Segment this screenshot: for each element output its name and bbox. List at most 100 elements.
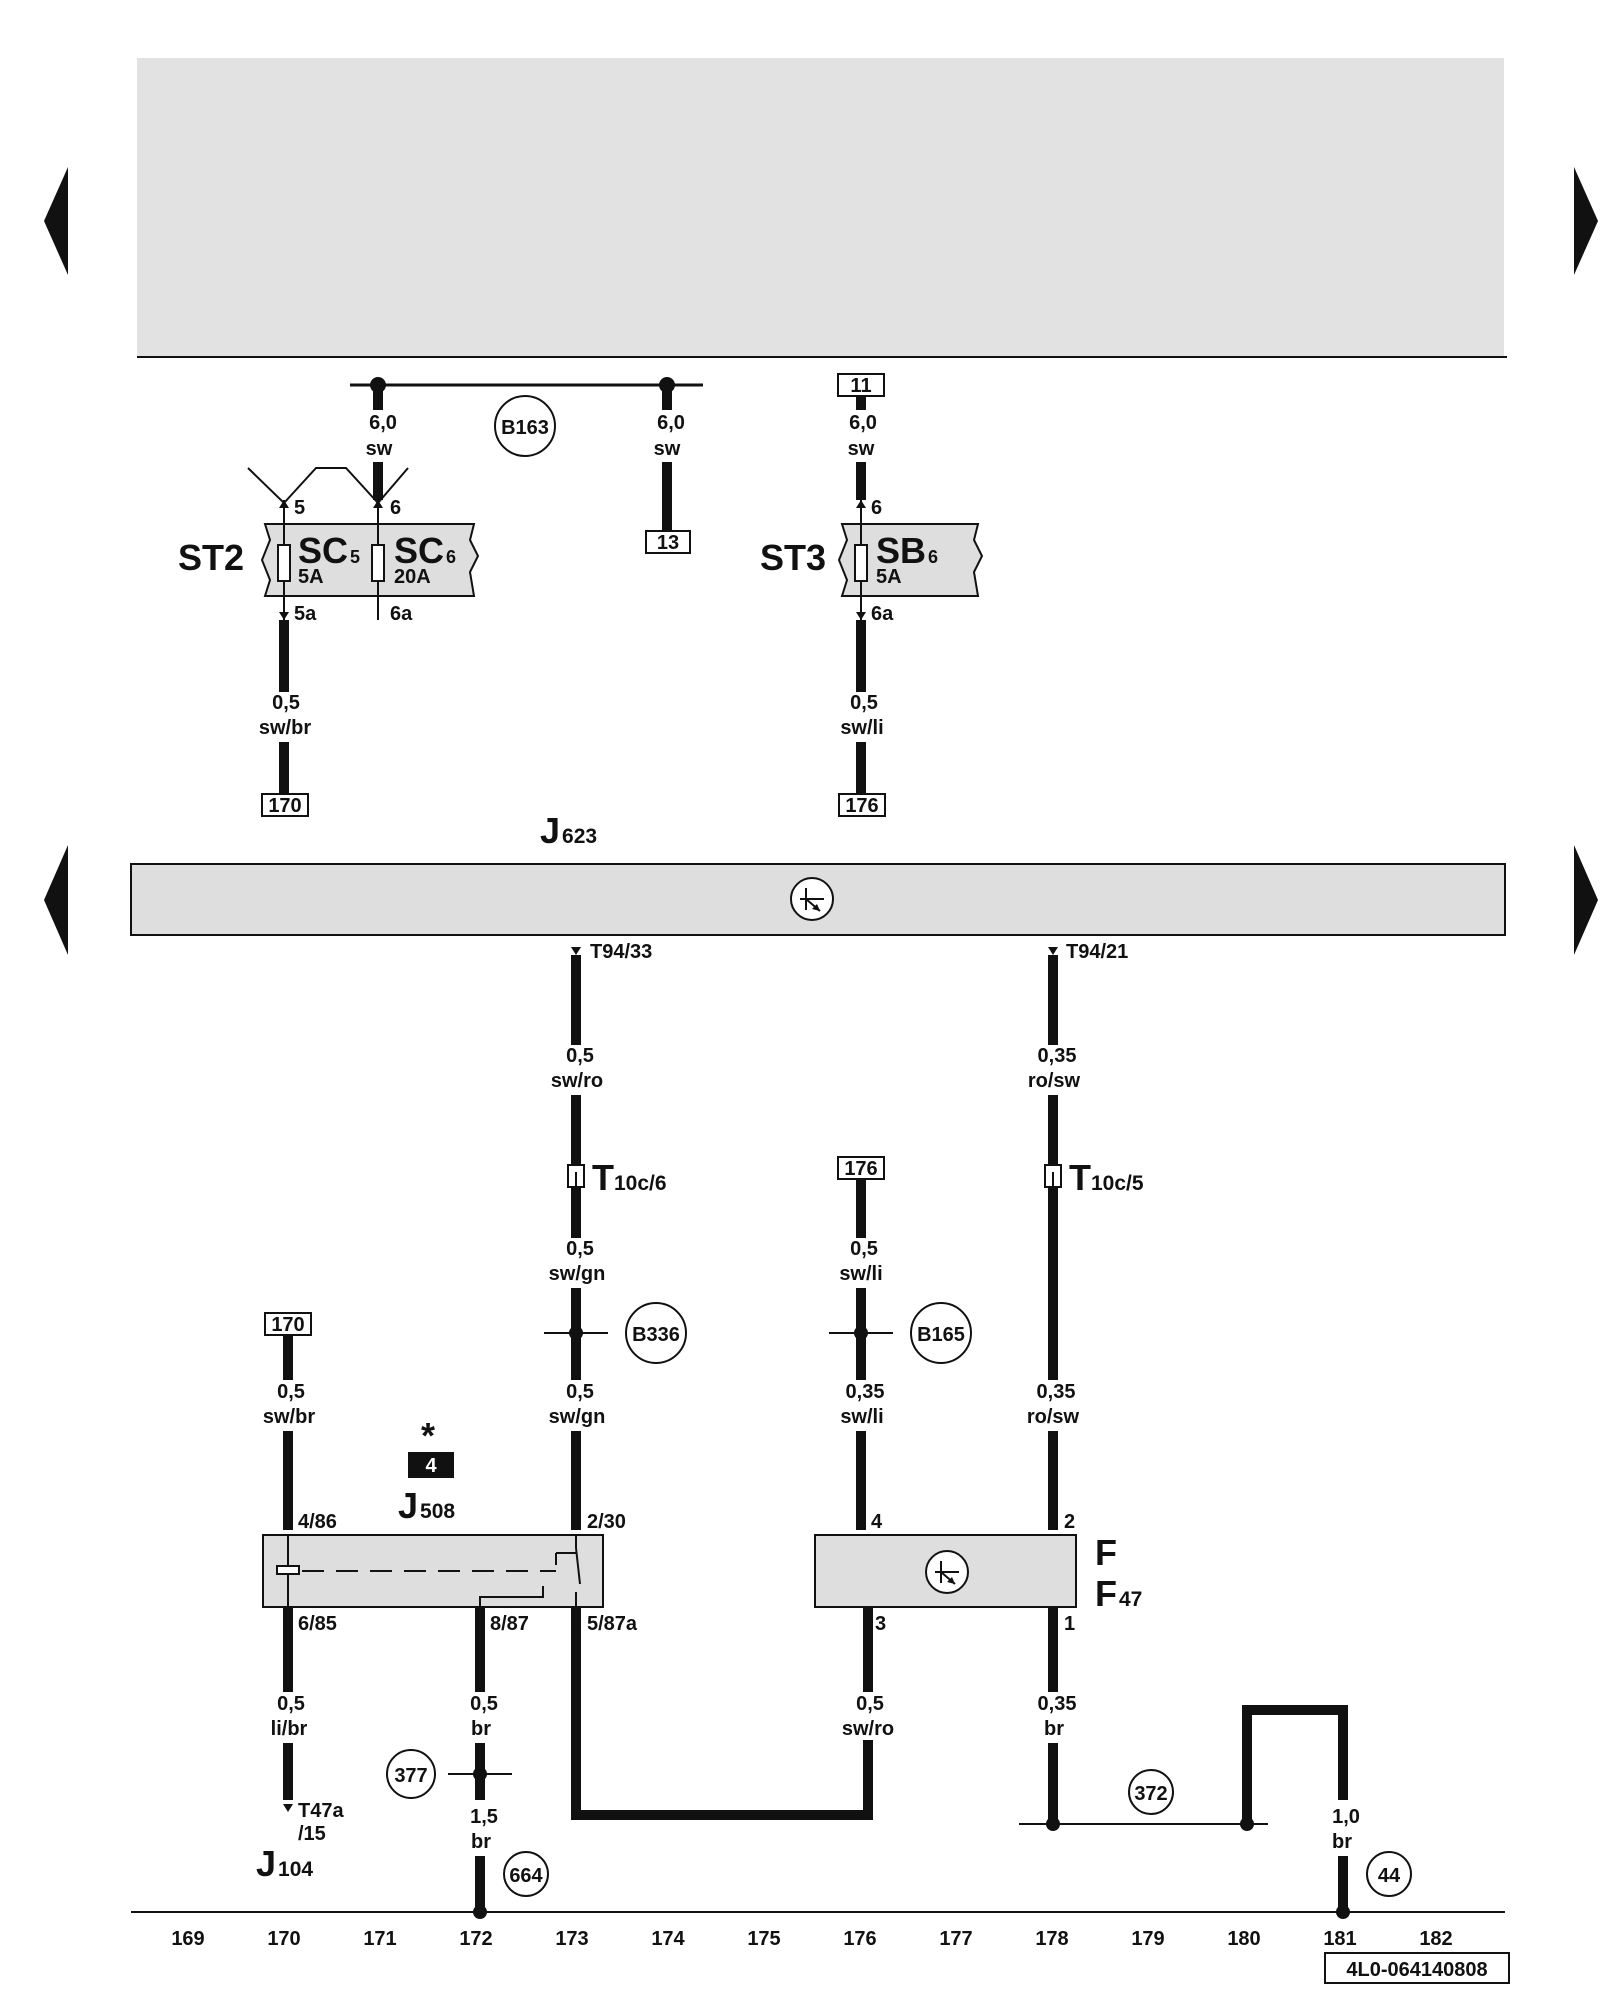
- wire-color-label: br: [471, 1831, 491, 1853]
- wire-size-label: 0,35: [846, 1381, 885, 1403]
- ref-box-176-mid[interactable]: 176: [837, 1156, 885, 1180]
- wire-size-label: 0,5: [566, 1238, 594, 1260]
- svg-text:11: 11: [850, 375, 871, 397]
- component-label-f47: F47: [1095, 1573, 1142, 1614]
- wire-color-label: sw/li: [840, 717, 883, 739]
- fuse-sub-sb6: 6: [928, 547, 938, 567]
- column-number-169: 169: [171, 1928, 204, 1950]
- wire-size-label: 0,5: [850, 1238, 878, 1260]
- column-number-179: 179: [1131, 1928, 1164, 1950]
- svg-text:4L0-064140808: 4L0-064140808: [1346, 1959, 1487, 1981]
- pin-label: 5/87a: [587, 1613, 638, 1635]
- fuse-amp-sc5: 5A: [298, 566, 324, 588]
- optional-marker-star: *: [421, 1415, 435, 1456]
- component-label-j508: J508: [398, 1485, 455, 1526]
- svg-text:372: 372: [1134, 1783, 1167, 1805]
- svg-text:176: 176: [844, 1158, 877, 1180]
- wire-size-label: 1,5: [470, 1806, 498, 1828]
- wire-color-label: sw/gn: [549, 1263, 606, 1285]
- wire-size-label: 6,0: [849, 412, 877, 434]
- column-number-171: 171: [363, 1928, 396, 1950]
- fuse-sub-sc6: 6: [446, 547, 456, 567]
- svg-text:377: 377: [394, 1765, 427, 1787]
- wire-size-label: 0,5: [277, 1693, 305, 1715]
- svg-text:170: 170: [271, 1314, 304, 1336]
- pin-label: 8/87: [490, 1613, 529, 1635]
- column-number-175: 175: [747, 1928, 780, 1950]
- next-section-arrow-icon[interactable]: [1574, 845, 1598, 955]
- column-number-176: 176: [843, 1928, 876, 1950]
- fuse-name-sb6: SB: [876, 530, 926, 571]
- ref-box-176-top[interactable]: 176: [838, 793, 886, 817]
- component-label-f: F: [1095, 1532, 1117, 1573]
- connector-label-t10c6: T10c/6: [592, 1157, 667, 1198]
- wire-size-label: 0,35: [1038, 1693, 1077, 1715]
- ref-box-170-top[interactable]: 170: [261, 793, 309, 817]
- pin-label: 6a: [871, 603, 894, 625]
- column-number-181: 181: [1323, 1928, 1356, 1950]
- wire-size-label: 6,0: [369, 412, 397, 434]
- wire-color-label: ro/sw: [1027, 1406, 1080, 1428]
- fuse-jumper: [247, 467, 409, 505]
- svg-text:B336: B336: [632, 1324, 680, 1346]
- prev-page-arrow-icon[interactable]: [44, 167, 68, 275]
- connector-t10c6-icon: [567, 1164, 585, 1188]
- svg-text:44: 44: [1378, 1865, 1401, 1887]
- next-page-arrow-icon[interactable]: [1574, 167, 1598, 275]
- pin-label: 5a: [294, 603, 317, 625]
- pin-label: 3: [875, 1613, 886, 1635]
- column-number-174: 174: [651, 1928, 685, 1950]
- prev-section-arrow-icon[interactable]: [44, 845, 68, 955]
- switch-f47: [814, 1534, 1077, 1608]
- svg-text:176: 176: [845, 795, 878, 817]
- connector-b336: B336: [625, 1302, 687, 1364]
- connector-372: 372: [1128, 1769, 1174, 1815]
- wire-size-label: 0,35: [1037, 1381, 1076, 1403]
- wire-color-label: ro/sw: [1028, 1070, 1081, 1092]
- bus-b163: [350, 377, 703, 393]
- ref-box-11[interactable]: 11: [837, 373, 885, 397]
- wire-size-label: 0,5: [566, 1045, 594, 1067]
- wire-color-label: li/br: [271, 1718, 308, 1740]
- ground-664: 664: [503, 1851, 549, 1897]
- pin-label: T94/33: [590, 941, 652, 963]
- splice-377: [448, 1767, 512, 1781]
- connector-377: 377: [386, 1749, 436, 1799]
- connector-label-t10c5: T10c/5: [1069, 1157, 1144, 1198]
- connector-b163: B163: [494, 395, 556, 457]
- column-number-180: 180: [1227, 1928, 1260, 1950]
- connector-t10c5-icon: [1044, 1164, 1062, 1188]
- wire-size-label: 0,5: [272, 692, 300, 714]
- wire-color-label: br: [1044, 1718, 1064, 1740]
- ref-box-170-mid[interactable]: 170: [264, 1312, 312, 1336]
- fuse-amp-sc6: 20A: [394, 566, 431, 588]
- upper-component-area: [137, 58, 1504, 356]
- ref-box-13[interactable]: 13: [645, 530, 691, 554]
- pin-label: 4/86: [298, 1511, 337, 1533]
- splice-b336: [544, 1326, 608, 1340]
- fuse-sc6: [371, 500, 385, 620]
- column-number-173: 173: [555, 1928, 588, 1950]
- svg-text:664: 664: [509, 1865, 543, 1887]
- wire-color-label: sw: [654, 438, 681, 460]
- fuse-holder-label-st2: ST2: [178, 537, 244, 578]
- electronic-symbol-icon: [790, 877, 834, 921]
- fuse-name-sc5: SC: [298, 530, 348, 571]
- wire-color-label: sw/li: [839, 1263, 882, 1285]
- connector-b165: B165: [910, 1302, 972, 1364]
- wire-color-label: sw/ro: [551, 1070, 603, 1092]
- svg-text:B165: B165: [917, 1324, 965, 1346]
- pin-label: /15: [298, 1823, 326, 1845]
- pin-label: T47a: [298, 1800, 344, 1822]
- svg-text:170: 170: [268, 795, 301, 817]
- wire-color-label: sw/ro: [842, 1718, 894, 1740]
- wire-size-label: 0,5: [470, 1693, 498, 1715]
- wire-size-label: 0,5: [566, 1381, 594, 1403]
- wire-color-label: br: [471, 1718, 491, 1740]
- fuse-sub-sc5: 5: [350, 547, 360, 567]
- pin-label: 2/30: [587, 1511, 626, 1533]
- fuse-amp-sb6: 5A: [876, 566, 902, 588]
- svg-text:13: 13: [657, 532, 679, 554]
- wire-size-label: 0,35: [1038, 1045, 1077, 1067]
